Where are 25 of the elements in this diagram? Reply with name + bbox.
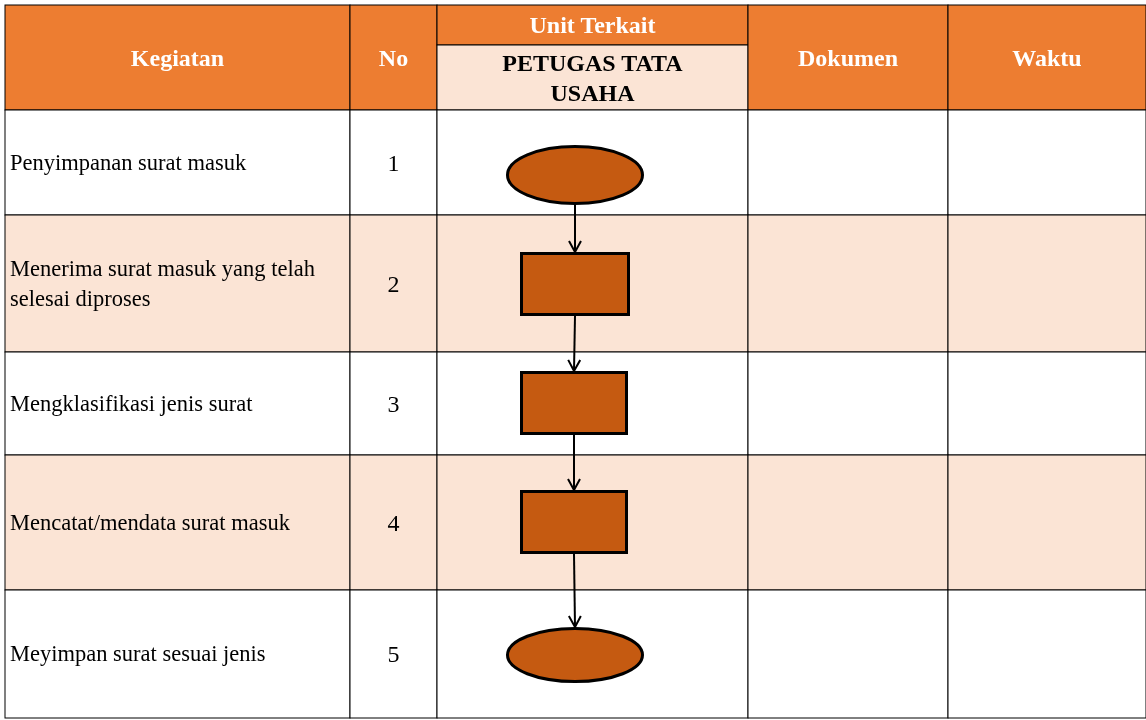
column-header: Unit Terkait — [529, 12, 656, 38]
activity-text: Meyimpan surat sesuai jenis — [10, 640, 266, 668]
column-header: PETUGAS TATA USAHA — [501, 48, 684, 108]
activity-text: Menerima surat masuk yang telah selesai diproses — [10, 254, 316, 313]
arrow — [567, 315, 582, 372]
activity-text: Mengklasifikasi jenis surat — [10, 389, 253, 418]
column-header: Waktu — [1012, 43, 1082, 73]
process-box — [520, 252, 630, 316]
arrow — [568, 204, 582, 253]
arrow — [567, 434, 581, 491]
column-header: Kegiatan — [130, 43, 225, 73]
step-number: 2 — [387, 269, 400, 299]
activity-text: Mencatat/mendata surat masuk — [10, 508, 290, 537]
step-number: 5 — [387, 640, 400, 669]
step-number: 1 — [387, 148, 400, 178]
column-header: Dokumen — [798, 43, 898, 73]
terminator-ellipse — [506, 627, 644, 683]
process-box — [520, 371, 628, 435]
process-box — [520, 490, 628, 554]
step-number: 4 — [387, 508, 400, 538]
activity-text: Penyimpanan surat masuk — [10, 148, 247, 177]
step-number: 3 — [387, 389, 400, 419]
arrow — [567, 553, 582, 628]
terminator-ellipse — [506, 145, 644, 205]
column-header: No — [378, 43, 409, 73]
